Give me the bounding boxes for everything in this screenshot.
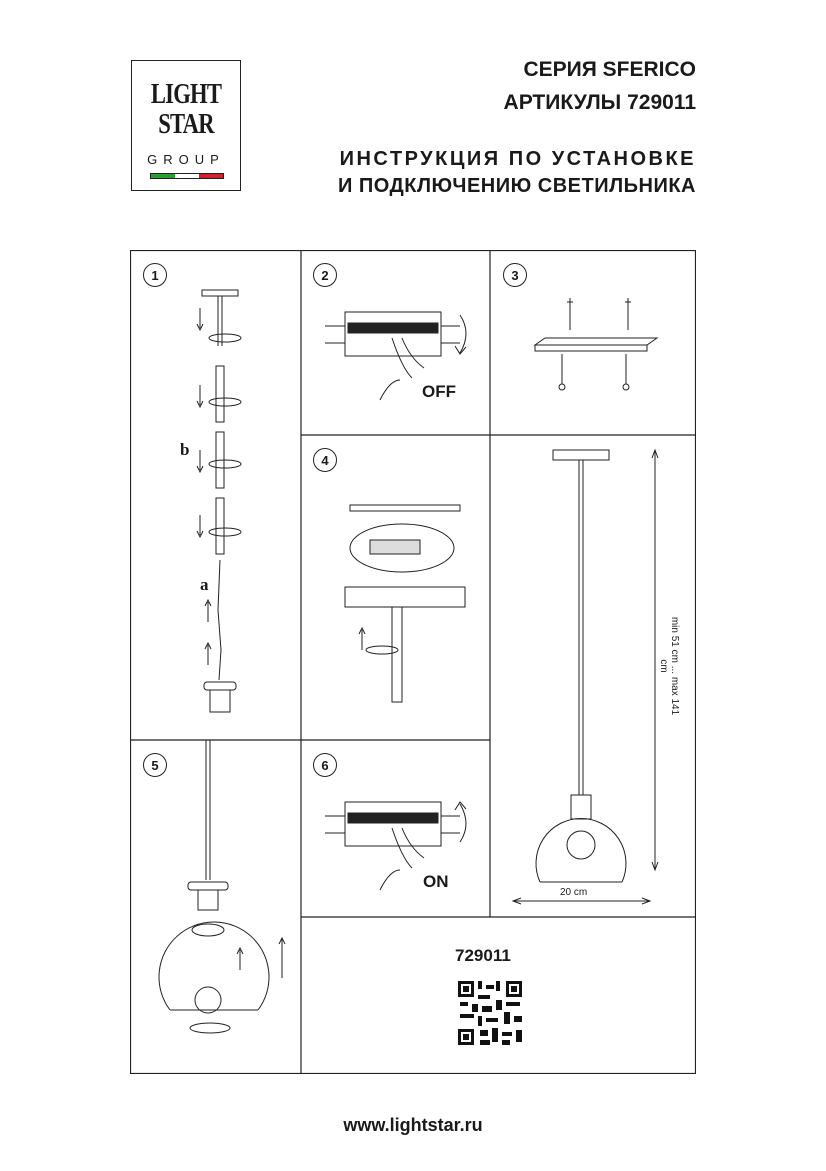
step-number-5: 5 xyxy=(143,753,167,777)
logo-text-light: LIGHT xyxy=(150,78,222,110)
step-number-6: 6 xyxy=(313,753,337,777)
step5-shade-assembly-drawing xyxy=(158,740,286,1034)
height-dimension: min 51 cm ... max 141 cm xyxy=(658,616,680,716)
off-label: OFF xyxy=(422,382,456,401)
step4-wiring-connection-drawing xyxy=(344,504,466,703)
width-dimension: 20 cm xyxy=(560,887,588,898)
product-code: 729011 xyxy=(455,946,511,965)
product-dimension-drawing xyxy=(511,448,659,905)
part-label-b: b xyxy=(180,440,190,459)
series-title: СЕРИЯ SFERICO xyxy=(523,58,696,81)
logo-text-group: GROUP xyxy=(147,152,225,167)
part-label-a: a xyxy=(200,575,209,594)
website-link[interactable]: www.lightstar.ru xyxy=(343,1115,483,1135)
brand-logo: LIGHT STAR GROUP xyxy=(131,60,241,191)
on-label: ON xyxy=(423,872,449,891)
grid-lines xyxy=(130,250,696,1074)
step-number-3: 3 xyxy=(503,263,527,287)
step6-breaker-panel-drawing xyxy=(325,801,467,891)
instruction-title-line1: ИНСТРУКЦИЯ ПО УСТАНОВКЕ xyxy=(339,148,696,170)
step-number-4: 4 xyxy=(313,448,337,472)
article-numbers: АРТИКУЛЫ 729011 xyxy=(503,91,696,114)
italian-flag-stripe xyxy=(150,173,224,179)
step-number-2: 2 xyxy=(313,263,337,287)
step3-mounting-plate-drawing xyxy=(533,298,659,391)
step-number-1: 1 xyxy=(143,263,167,287)
qr-code xyxy=(457,980,523,1046)
step1-rod-assembly-drawing xyxy=(196,289,242,713)
logo-text-star: STAR xyxy=(158,108,214,140)
instruction-title-line2: И ПОДКЛЮЧЕНИЮ СВЕТИЛЬНИКА xyxy=(337,175,696,197)
step2-breaker-panel-drawing xyxy=(325,311,467,401)
instruction-grid: 1 2 3 4 5 6 b a OFF ON min 51 cm ... max… xyxy=(130,250,696,1074)
